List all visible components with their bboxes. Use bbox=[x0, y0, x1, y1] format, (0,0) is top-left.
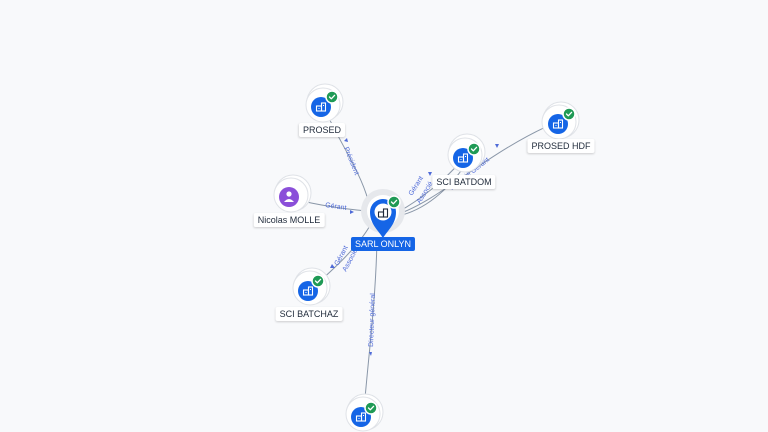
node-nicolas-molle[interactable] bbox=[273, 174, 312, 213]
label-sci-batdom: SCI BATDOM bbox=[432, 175, 496, 189]
node-sci-batchaz[interactable] bbox=[292, 267, 331, 306]
label-prosed: PROSED bbox=[298, 123, 346, 137]
edge-label-gerant-nicolas: Gérant bbox=[325, 202, 347, 212]
person-icon bbox=[286, 191, 292, 197]
node-sci-batdom[interactable] bbox=[447, 133, 486, 173]
edge-label-directeur-general: Directeur général bbox=[368, 293, 377, 347]
node-prosed[interactable] bbox=[305, 83, 344, 123]
node-prosed-hdf[interactable] bbox=[541, 101, 580, 140]
edge-label-president: Président bbox=[342, 146, 360, 176]
node-bottom[interactable] bbox=[345, 393, 384, 432]
label-sarl-onlyn: SARL ONLYN bbox=[350, 237, 416, 251]
label-sci-batchaz: SCI BATCHAZ bbox=[275, 307, 343, 321]
label-prosed-hdf: PROSED HDF bbox=[527, 139, 595, 153]
label-nicolas-molle: Nicolas MOLLE bbox=[253, 213, 325, 227]
node-sarl-onlyn[interactable] bbox=[361, 189, 405, 238]
